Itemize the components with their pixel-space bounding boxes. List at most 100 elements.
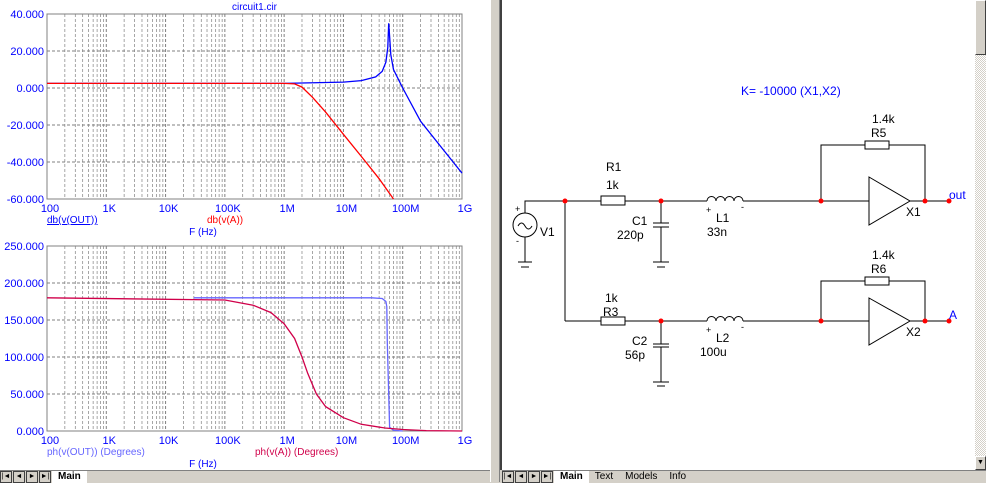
capacitor-c2[interactable] bbox=[653, 321, 669, 387]
right-tab-bar: |◄ ◄ ► ►| Main Text Models Info bbox=[502, 470, 986, 483]
r5-label: R5 bbox=[871, 126, 887, 140]
plot-window: circuit1.cir 40.000 20.000 0.000 -20.000 -40.… bbox=[0, 0, 490, 470]
l2-minus: - bbox=[741, 322, 744, 332]
last-tab-button[interactable]: ►| bbox=[541, 471, 553, 483]
voltage-source-v1[interactable] bbox=[512, 212, 538, 238]
tab-text[interactable]: Text bbox=[594, 471, 614, 482]
node-dot-out bbox=[946, 198, 952, 204]
net-label-a: A bbox=[949, 308, 957, 322]
v1-minus: - bbox=[516, 236, 519, 246]
r3-value: 1k bbox=[605, 291, 619, 305]
x-tick-label: 100M bbox=[392, 435, 420, 447]
inductor-l2[interactable] bbox=[706, 316, 744, 322]
x-axis-label: F (Hz) bbox=[189, 227, 217, 238]
x-tick-label: 10K bbox=[159, 203, 179, 215]
scroll-down-button[interactable]: ▼ bbox=[975, 456, 986, 470]
tab-info[interactable]: Info bbox=[669, 471, 687, 482]
c1-label: C1 bbox=[632, 214, 648, 228]
last-tab-button[interactable]: ►| bbox=[39, 471, 51, 483]
v1-label: V1 bbox=[540, 225, 555, 239]
resistor-r5[interactable] bbox=[864, 140, 890, 150]
y-tick-label: 40.000 bbox=[10, 9, 44, 21]
node-dot bbox=[658, 318, 664, 324]
vertical-scrollbar[interactable]: ▼ bbox=[975, 0, 986, 470]
capacitor-c1[interactable] bbox=[653, 201, 669, 268]
resistor-r1[interactable] bbox=[600, 195, 626, 206]
x-tick-label: 10M bbox=[336, 203, 357, 215]
l2-label: L2 bbox=[716, 331, 730, 345]
series-line-1 bbox=[47, 82, 395, 200]
y-tick-label: -60.000 bbox=[7, 194, 44, 206]
wire-feedback-1 bbox=[820, 144, 926, 201]
x-tick-label: 1M bbox=[280, 435, 295, 447]
prev-tab-button[interactable]: ◄ bbox=[13, 471, 25, 483]
tab-models[interactable]: Models bbox=[625, 471, 658, 482]
node-dot bbox=[922, 198, 928, 204]
r1-value: 1k bbox=[606, 178, 620, 192]
x-tick-label: 100K bbox=[215, 203, 241, 215]
node-dot bbox=[562, 198, 568, 204]
left-tab-bar: |◄ ◄ ► ►| Main bbox=[0, 470, 490, 483]
opamp-x1[interactable] bbox=[868, 176, 911, 226]
plot-frame bbox=[46, 245, 463, 432]
c2-value: 56p bbox=[625, 348, 645, 362]
first-tab-button[interactable]: |◄ bbox=[502, 471, 514, 483]
tab-main[interactable]: Main bbox=[554, 471, 589, 483]
y-tick-label: -40.000 bbox=[7, 157, 44, 169]
legend-entry: db(v(A)) bbox=[207, 215, 243, 226]
l2-plus: + bbox=[706, 325, 711, 335]
v1-plus: + bbox=[515, 204, 520, 214]
prev-tab-button[interactable]: ◄ bbox=[515, 471, 527, 483]
series-line-0 bbox=[47, 23, 463, 174]
next-tab-button[interactable]: ► bbox=[26, 471, 38, 483]
y-tick-label: 100.000 bbox=[4, 352, 44, 364]
r6-label: R6 bbox=[871, 262, 887, 276]
inductor-l1[interactable] bbox=[706, 196, 744, 202]
x-tick-label: 100K bbox=[215, 435, 241, 447]
node-dot bbox=[658, 198, 664, 204]
y-tick-label: 0.000 bbox=[16, 83, 44, 95]
y-tick-label: 50.000 bbox=[10, 389, 44, 401]
y-tick-label: -20.000 bbox=[7, 120, 44, 132]
schematic-canvas: K= -10000 (X1,X2) bbox=[512, 84, 966, 387]
x-tick-label: 1K bbox=[103, 203, 117, 215]
legend-entry: ph(v(A)) (Degrees) bbox=[255, 447, 338, 458]
node-dot bbox=[922, 318, 928, 324]
x-tick-label: 1K bbox=[103, 435, 117, 447]
y-tick-label: 150.000 bbox=[4, 315, 44, 327]
node-dot-a bbox=[946, 318, 952, 324]
wire-feedback-2 bbox=[820, 280, 926, 321]
next-tab-button[interactable]: ► bbox=[528, 471, 540, 483]
x-axis-label: F (Hz) bbox=[189, 459, 217, 470]
x-tick-label: 100 bbox=[41, 203, 59, 215]
x-tick-label: 1G bbox=[458, 435, 473, 447]
opamp-x2[interactable] bbox=[868, 297, 912, 346]
x-tick-label: 10K bbox=[159, 435, 179, 447]
first-tab-button[interactable]: |◄ bbox=[0, 471, 12, 483]
y-tick-label: 200.000 bbox=[4, 278, 44, 290]
r6-value: 1.4k bbox=[872, 248, 896, 262]
tab-main[interactable]: Main bbox=[52, 471, 87, 483]
l1-plus: + bbox=[706, 205, 711, 215]
c2-label: C2 bbox=[632, 334, 648, 348]
l1-value: 33n bbox=[707, 225, 727, 239]
node-dot bbox=[818, 198, 824, 204]
coupling-label: K= -10000 (X1,X2) bbox=[741, 84, 841, 98]
plot-frame bbox=[46, 13, 463, 200]
resistor-r3[interactable] bbox=[600, 316, 626, 326]
x-tick-label: 100M bbox=[392, 203, 420, 215]
chart-title: circuit1.cir bbox=[232, 2, 278, 13]
schematic-window: K= -10000 (X1,X2) bbox=[500, 0, 975, 470]
r1-label: R1 bbox=[606, 160, 622, 174]
y-tick-label: 0.000 bbox=[16, 426, 44, 438]
legend-entry: ph(v(OUT)) (Degrees) bbox=[47, 447, 145, 458]
scroll-thumb[interactable] bbox=[975, 0, 986, 55]
y-tick-label: 20.000 bbox=[10, 46, 44, 58]
wire-top bbox=[524, 200, 949, 213]
legend-entry: db(v(OUT)) bbox=[47, 215, 98, 226]
resistor-r6[interactable] bbox=[864, 276, 890, 286]
series-line-1 bbox=[46, 297, 463, 432]
node-dot bbox=[818, 318, 824, 324]
series-line-0 bbox=[193, 297, 403, 432]
splitter[interactable] bbox=[490, 0, 500, 482]
